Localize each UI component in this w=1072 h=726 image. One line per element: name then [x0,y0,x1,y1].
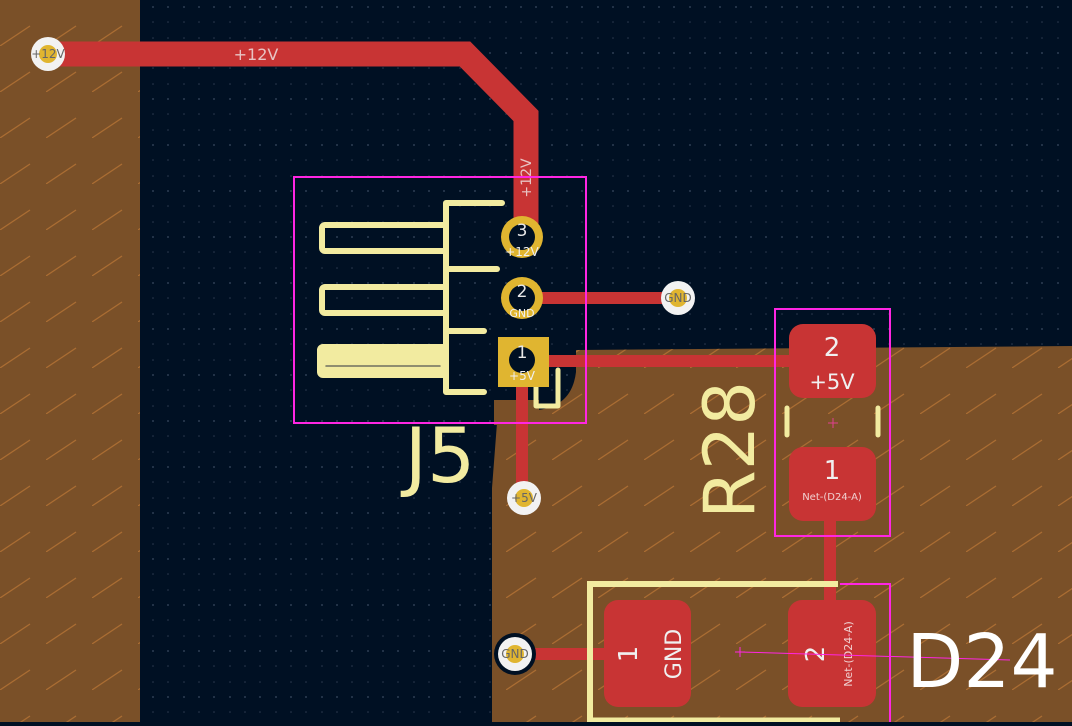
j5-pad-3-number: 3 [517,221,528,241]
r28-center-marker [828,418,838,428]
j5-pad-2-number: 2 [517,282,528,302]
d24-anchor-marker [735,647,1011,661]
r28-courtyard [774,308,891,537]
j5-courtyard [293,176,587,424]
j5-reference[interactable]: J5 [401,411,476,500]
r28-reference[interactable]: R28 [689,381,771,519]
track-label-plus12v-horizontal: +12V [234,45,279,64]
via-gnd-j5-label: GND [664,291,692,305]
via-plus12v-label: +12V [31,47,65,61]
r28-pad-1[interactable]: 1 Net-(D24-A) [789,447,876,521]
via-gnd-d24[interactable]: GND [494,633,536,675]
j5-pad-3[interactable]: 3 +12V [501,216,543,259]
d24-reference[interactable]: D24 [906,619,1057,705]
d24-pad-2-net: Net-(D24-A) [842,621,855,687]
d24-pad-1[interactable]: 1 GND [604,600,691,707]
j5-pad-2[interactable]: 2 GND [501,277,543,320]
r28-silkscreen [784,405,881,438]
j5-pad-2-net: GND [509,307,534,320]
d24-pad-1-number: 1 [614,646,644,663]
r28-pad-2-number: 2 [824,333,841,363]
copper-zone-left[interactable] [0,0,140,722]
j5-pad-1[interactable]: 1 +5V [498,337,549,387]
d24-silkscreen [587,581,838,722]
via-gnd-j5[interactable]: GND [661,281,695,315]
j5-pad-1-number: 1 [517,343,528,363]
via-plus12v[interactable]: +12V [31,37,66,71]
r28-pad-2[interactable]: 2 +5V [789,324,876,398]
track-plus12v[interactable] [48,41,539,230]
via-plus5v[interactable]: +5V [507,481,541,515]
j5-pad-3-net: +12V [505,245,539,259]
via-gnd-d24-label: GND [501,647,529,661]
d24-courtyard [840,583,891,722]
r28-pad-2-net: +5V [809,370,855,394]
j5-pad-1-net: +5V [509,369,536,383]
d24-pad-1-net: GND [662,629,687,679]
r28-pad-1-net: Net-(D24-A) [802,492,862,503]
j5-silkscreen [317,200,561,409]
via-plus5v-label: +5V [511,491,538,505]
r28-pad-1-number: 1 [824,456,841,486]
